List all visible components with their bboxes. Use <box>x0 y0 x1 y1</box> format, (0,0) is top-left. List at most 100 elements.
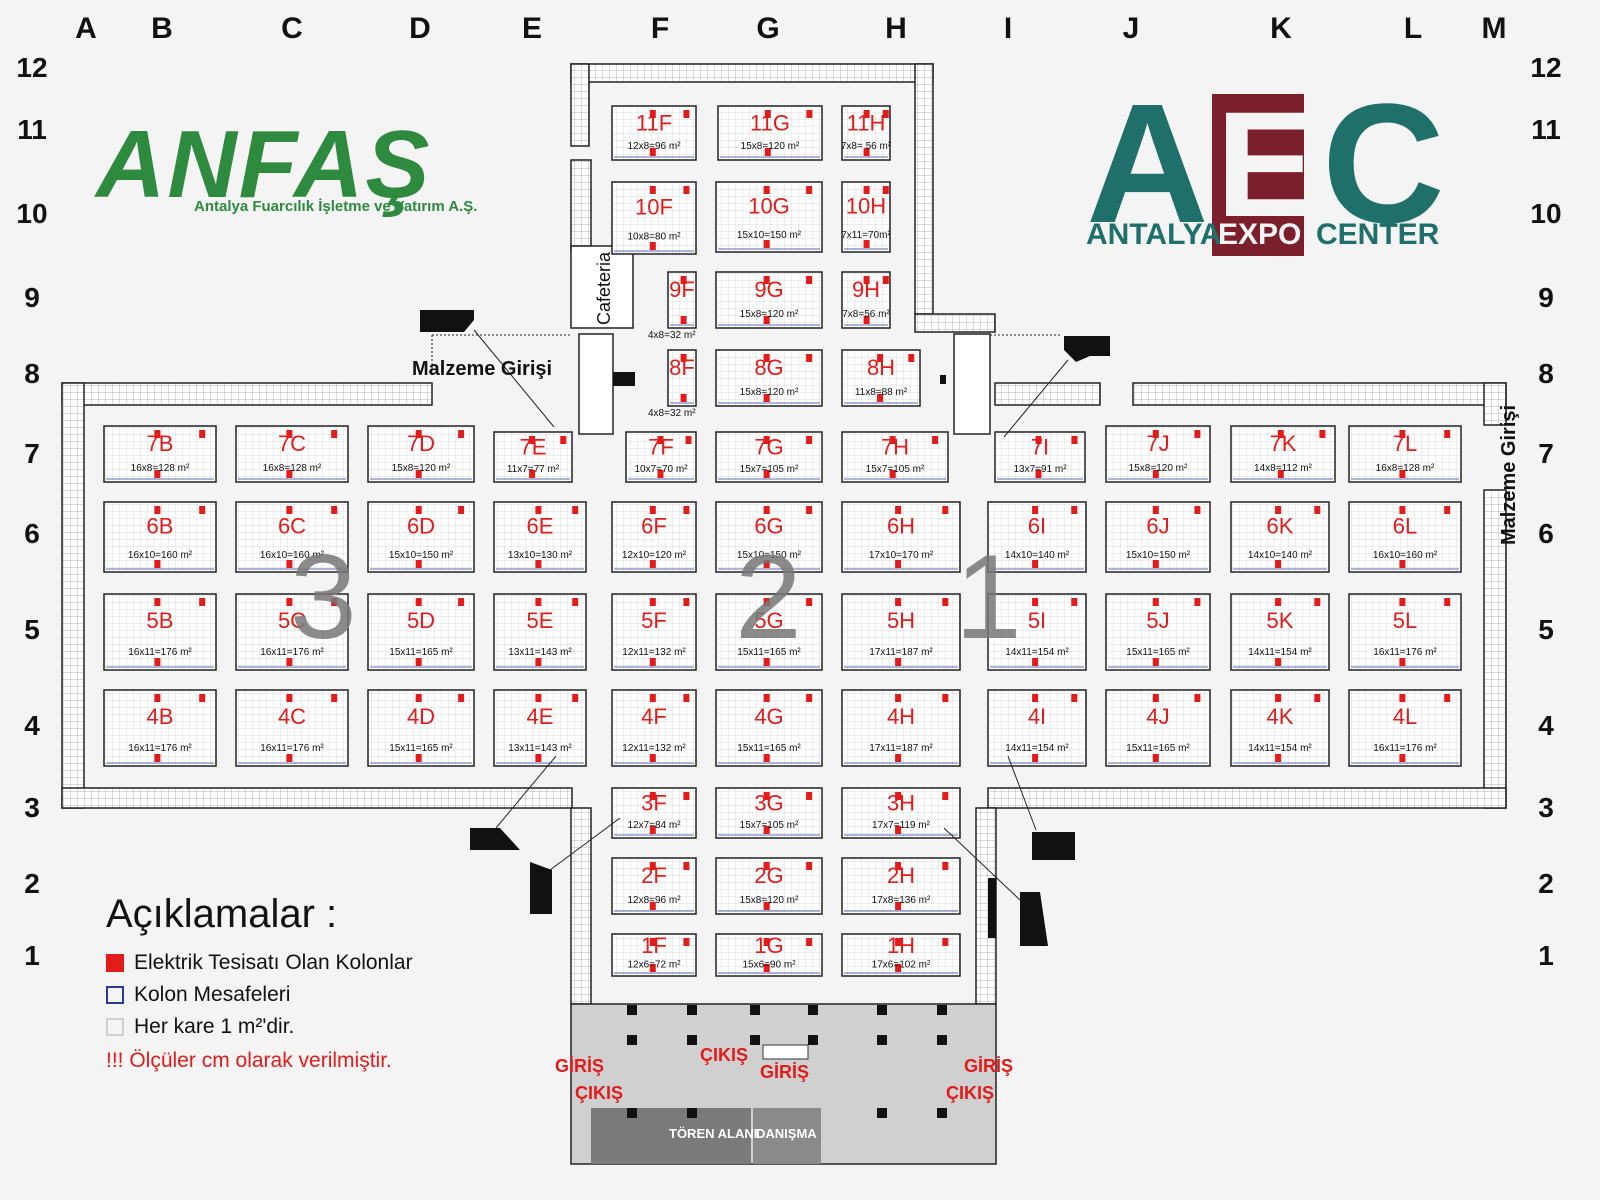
stand-area: 15x11=165 m² <box>1126 647 1190 658</box>
stand-area: 16x10=160 m² <box>260 550 325 561</box>
stand-outline <box>493 593 587 671</box>
red-square-icon <box>106 954 124 972</box>
electric-column-icon <box>415 506 422 514</box>
stand-id: 7I <box>1031 435 1049 460</box>
stand-area: 16x8=128 m² <box>131 463 190 474</box>
stand-outline <box>103 689 217 767</box>
stand-outline <box>103 593 217 671</box>
stand-area: 17x6=102 m² <box>872 960 931 971</box>
stand-outline <box>987 689 1087 767</box>
aec-logo-antalya: ANTALYA <box>1086 218 1222 251</box>
electric-column-icon <box>1277 430 1284 438</box>
electric-column-icon <box>763 902 770 910</box>
column-label-j: J <box>1122 12 1140 45</box>
giris-center: GİRİŞ <box>760 1062 810 1082</box>
electric-column-icon <box>286 470 293 478</box>
stand-id: 6K <box>1267 514 1294 539</box>
electric-column-icon <box>154 598 161 606</box>
stand-id: 9G <box>754 277 783 302</box>
electric-column-icon <box>649 598 656 606</box>
electric-column-icon <box>1275 658 1282 666</box>
stand-area: 16x8=128 m² <box>263 463 322 474</box>
electric-column-icon <box>895 658 902 666</box>
electric-column-icon <box>1444 598 1451 606</box>
electric-column-icon <box>1275 598 1282 606</box>
electric-column-icon <box>763 598 770 606</box>
electric-column-icon <box>535 754 542 762</box>
electric-column-icon <box>764 148 771 156</box>
stand-id: 8F <box>669 355 695 380</box>
electric-column-icon <box>895 902 902 910</box>
electric-column-icon <box>199 598 206 606</box>
stand-outline <box>1105 593 1211 671</box>
electric-column-icon <box>932 436 939 444</box>
row-label-left-6: 6 <box>24 518 40 549</box>
